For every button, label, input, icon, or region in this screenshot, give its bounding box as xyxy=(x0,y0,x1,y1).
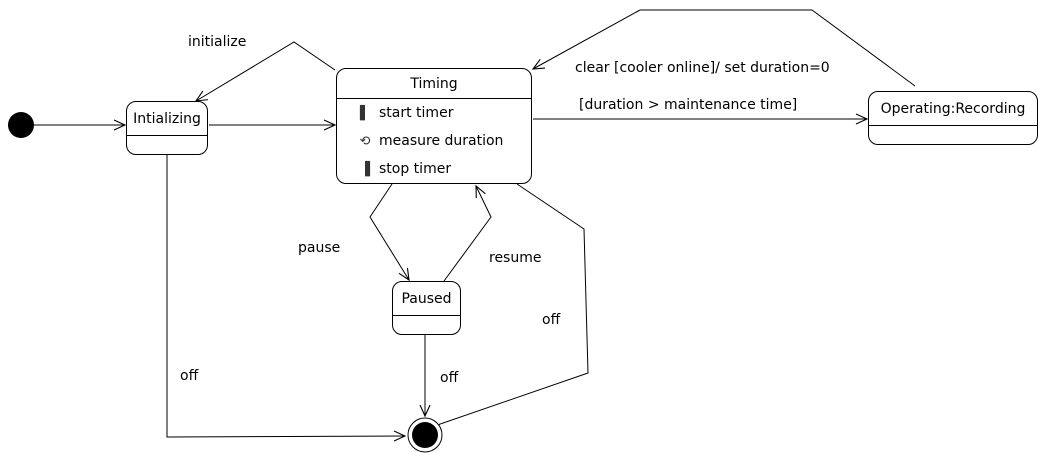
transition-label-off-init: off xyxy=(180,368,199,384)
state-timing[interactable]: Timing ▌ start timer ⟲ measure duration ▐ s… xyxy=(336,68,532,184)
transition-label-pause: pause xyxy=(298,240,341,256)
transition-label-clear: clear [cooler online]/ set duration=0 xyxy=(575,60,830,76)
pause-transition-line xyxy=(369,183,410,282)
state-timing-name: Timing xyxy=(337,69,531,99)
transition-label-initialize: initialize xyxy=(188,34,247,50)
transition-label-off-timing: off xyxy=(542,312,561,328)
off-timing-transition-line xyxy=(418,183,589,433)
transition-label-resume: resume xyxy=(489,250,542,266)
exit-action-icon: ▐ xyxy=(360,162,370,177)
state-initializing[interactable]: Intializing xyxy=(126,101,208,155)
state-paused-name: Paused xyxy=(393,282,460,316)
final-state-dot xyxy=(412,422,438,448)
entry-action-icon: ▌ xyxy=(360,106,370,121)
activity-stop-timer-label: stop timer xyxy=(379,161,452,177)
transition-label-duration: [duration > maintenance time] xyxy=(579,97,798,113)
state-paused[interactable]: Paused xyxy=(392,281,461,335)
state-operating-recording[interactable]: Operating:Recording xyxy=(868,91,1038,145)
off-init-transition-line xyxy=(166,155,407,442)
initial-pseudostate xyxy=(8,112,34,138)
activity-start-timer-label: start timer xyxy=(379,105,454,121)
state-operating-name: Operating:Recording xyxy=(869,92,1037,126)
state-initializing-name: Intializing xyxy=(127,102,207,136)
activity-start-timer: ▌ start timer xyxy=(337,99,531,127)
activity-measure-duration-label: measure duration xyxy=(379,133,504,149)
initialize-transition-line xyxy=(194,41,336,102)
resume-transition-line xyxy=(443,184,492,282)
clear-transition-line xyxy=(531,9,916,87)
transition-label-off-paused: off xyxy=(440,370,459,386)
activity-stop-timer: ▐ stop timer xyxy=(337,155,531,183)
do-activity-icon: ⟲ xyxy=(359,134,371,149)
activity-measure-duration: ⟲ measure duration xyxy=(337,127,531,155)
